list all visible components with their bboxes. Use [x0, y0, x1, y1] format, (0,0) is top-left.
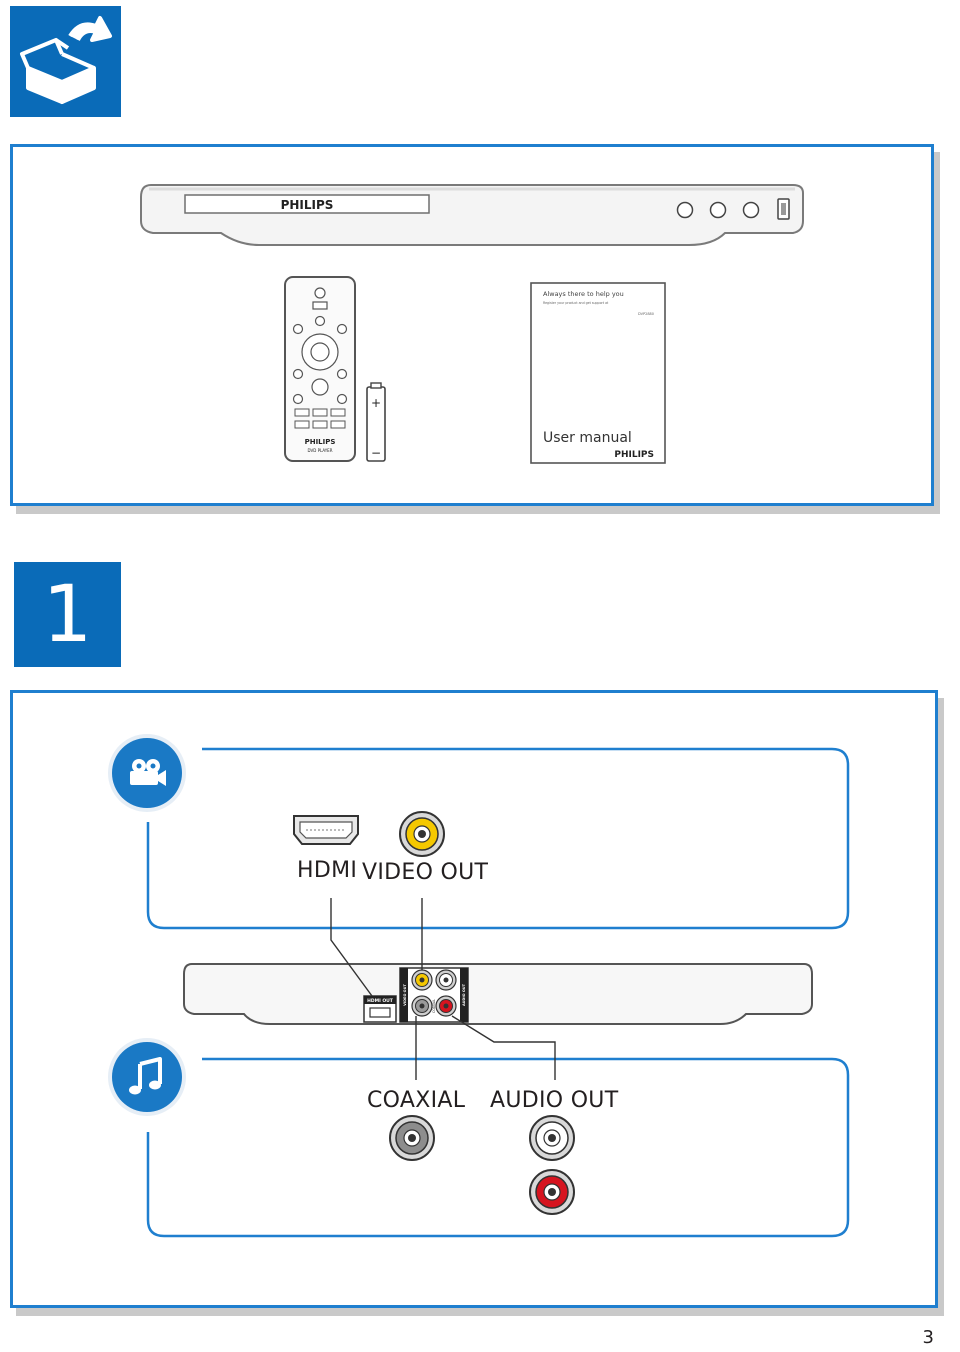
hdmi-connector-illustration: [293, 815, 359, 845]
unbox-icon: [20, 16, 112, 104]
manual-tagline: Always there to help you: [543, 290, 624, 298]
remote-brand: PHILIPS: [305, 438, 336, 446]
player-brand: PHILIPS: [281, 198, 334, 212]
video-output-badge: [112, 738, 182, 808]
label-audio-out: AUDIO OUT: [490, 1088, 619, 1113]
label-hdmi: HDMI: [297, 858, 358, 883]
step-number-tile: 1: [14, 562, 121, 667]
video-options-frame: [146, 747, 850, 930]
audio-options-frame: [146, 1057, 850, 1238]
audio-left-jack-illustration: [529, 1115, 575, 1161]
audio-output-badge: [112, 1042, 182, 1112]
jack-label-hdmi-out: HDMI OUT: [367, 998, 394, 1004]
manual-title: User manual: [543, 430, 632, 446]
label-video-out: VIDEO OUT: [362, 860, 489, 885]
video-camera-icon: [130, 759, 166, 786]
remote-control-illustration: [284, 276, 356, 462]
jack-label-coaxial: COAXIAL: [432, 999, 436, 1013]
battery-plus: +: [371, 396, 381, 410]
coaxial-jack-illustration: [389, 1115, 435, 1161]
video-rca-illustration: [399, 811, 445, 857]
audio-right-jack-illustration: [529, 1169, 575, 1215]
jack-label-audio: AUDIO OUT: [462, 983, 466, 1006]
package-contents-panel: PHILIPS PHILIPS DVD PLAYER: [10, 144, 934, 506]
manual-subline: Register your product and get support at: [543, 301, 609, 305]
unbox-tile: [10, 6, 121, 117]
battery-illustration: [366, 382, 386, 462]
manual-brand: PHILIPS: [614, 450, 654, 460]
battery-minus: −: [371, 446, 381, 460]
page-number: 3: [922, 1327, 934, 1348]
connector-leader-lines: [330, 898, 556, 1080]
package-contents-illustration: PHILIPS PHILIPS DVD PLAYER: [140, 184, 804, 464]
manual-model: DVP2880: [638, 312, 654, 316]
label-coaxial: COAXIAL: [367, 1088, 466, 1113]
dvd-player-illustration: [140, 184, 804, 246]
music-note-icon: [129, 1057, 162, 1095]
jack-label-video: VIDEO OUT: [403, 984, 407, 1006]
step-number: 1: [42, 569, 93, 660]
player-rear-panel-illustration: [183, 963, 813, 1025]
user-manual-illustration: [530, 282, 666, 464]
remote-model-line: DVD PLAYER: [307, 448, 332, 453]
